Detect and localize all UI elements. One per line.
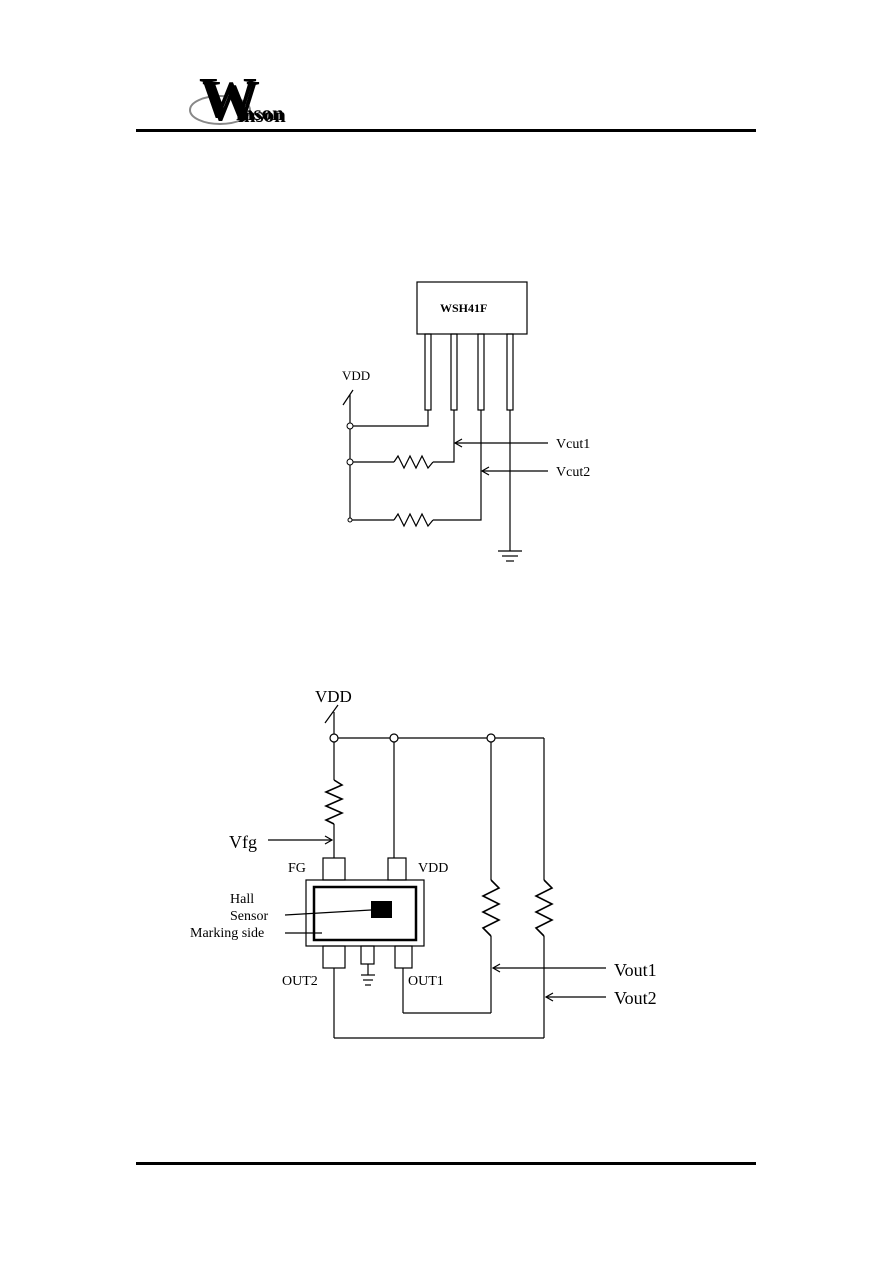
figure1-pin-2	[450, 333, 458, 411]
figure2-hall-label: Hall	[230, 892, 254, 907]
figure2-vout2-label: Vout2	[614, 988, 657, 1008]
logo-graphic: W W inson inson	[189, 65, 286, 132]
figure1-chip-body	[416, 281, 528, 335]
figure1-chip-label: WSH41F	[440, 301, 487, 315]
figure2-vdd-label: VDD	[315, 687, 352, 706]
figure2-sensor-label: Sensor	[230, 909, 268, 924]
svg-text:inson: inson	[238, 103, 286, 127]
figure2-marking-area	[312, 885, 418, 942]
figure2-pin-vdd	[387, 857, 407, 881]
svg-text:W: W	[199, 65, 257, 130]
figure2-marking-label: Marking side	[190, 926, 264, 941]
svg-text:W: W	[202, 68, 260, 132]
figure1-circuit: WSH41F VDD Vcut1 Vcut2	[342, 281, 590, 562]
figure1-pin-4	[506, 333, 514, 411]
svg-text:inson: inson	[236, 101, 284, 125]
footer-rule	[136, 1162, 756, 1165]
figure1-vout1-label: Vcut1	[556, 437, 590, 452]
figure1-pin-3	[477, 333, 485, 411]
figure2-pin-fg	[322, 857, 346, 881]
figure1-vdd-label: VDD	[342, 368, 370, 383]
figure1-pin-1	[424, 333, 432, 411]
figure2-pin-gnd	[360, 945, 375, 965]
figure2-vfg-label: Vfg	[229, 832, 257, 852]
figure2-vout1-label: Vout1	[614, 960, 657, 980]
figure2-out1-pin-label: OUT1	[408, 974, 444, 989]
figure2-fg-pin-label: FG	[288, 861, 306, 876]
header-rule	[136, 129, 756, 132]
figure2-out2-pin-label: OUT2	[282, 974, 318, 989]
company-logo: W W inson inson	[186, 62, 296, 132]
figure2-vdd-pin-label: VDD	[418, 861, 448, 876]
figure2-package-body	[305, 879, 425, 947]
figure2-hall-sensor	[371, 901, 392, 918]
figure2-pin-out1	[394, 945, 413, 969]
figure1-vout2-label: Vcut2	[556, 465, 590, 480]
figure2-pin-out2	[322, 945, 346, 969]
